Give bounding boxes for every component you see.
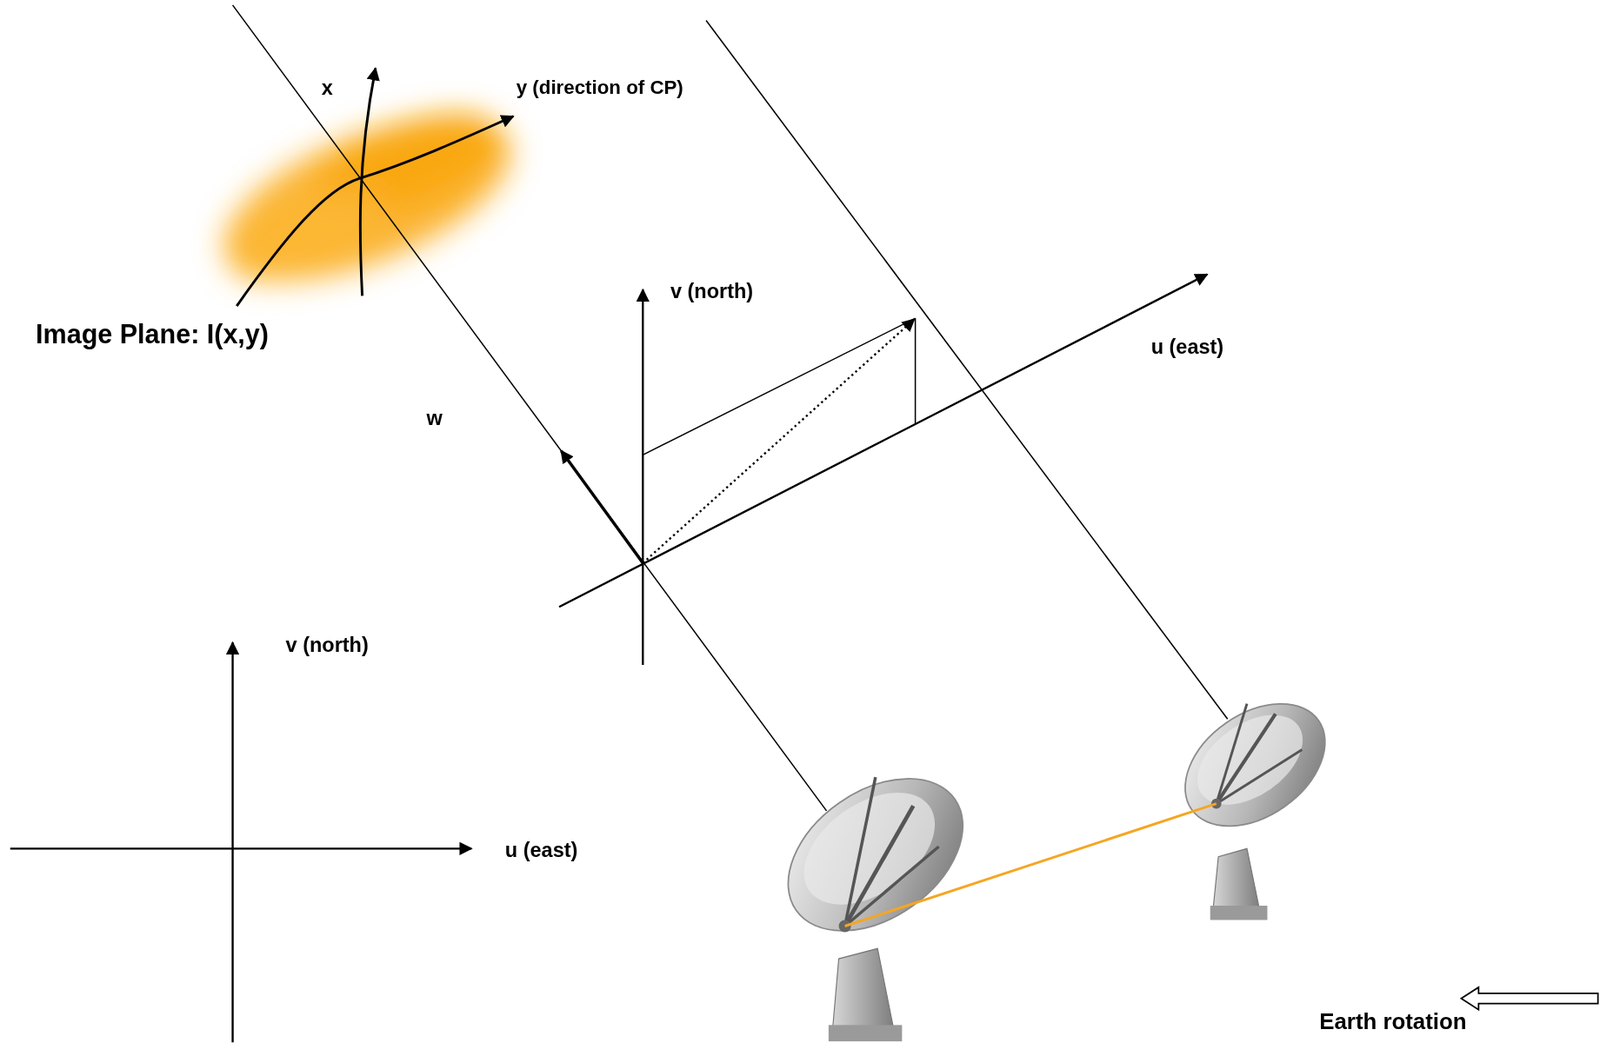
w-axis [560, 451, 643, 564]
axis-label: x [321, 75, 334, 100]
label-anchor: w [426, 406, 443, 431]
label-anchor: y (direction of CP) [516, 76, 684, 100]
axis-label: u (east) [505, 838, 578, 862]
baseline [845, 804, 1217, 927]
source-direction-line [706, 20, 1228, 720]
x-axis-curve [360, 68, 376, 297]
v-axis [641, 289, 644, 666]
u-axis [559, 274, 1207, 608]
label-anchor: u (east) [1151, 335, 1224, 360]
antenna [1162, 679, 1348, 921]
label-anchor: u (east) [505, 838, 578, 862]
antenna [760, 747, 992, 1042]
axis-label: Image Plane: I(x,y) [35, 320, 269, 352]
axis-label: v (north) [286, 633, 369, 657]
label-anchor: v (north) [670, 279, 754, 303]
label-anchor: v (north) [286, 633, 369, 657]
u-axis [10, 847, 472, 850]
axis-label: w [426, 406, 443, 431]
axis-label: Earth rotation [1319, 1009, 1467, 1036]
label-anchor: Image Plane: I(x,y) [35, 320, 269, 352]
rotation-arrow [1460, 987, 1598, 1011]
axis-label: y (direction of CP) [516, 76, 684, 100]
baseline-vector [642, 319, 914, 563]
projection-line [914, 318, 917, 424]
axis-label: v (north) [670, 279, 754, 303]
label-anchor: x [321, 75, 334, 100]
y-axis-curve [236, 116, 514, 307]
projection-line [642, 318, 915, 455]
v-axis [231, 642, 234, 1043]
label-anchor: Earth rotation [1319, 1009, 1467, 1036]
axis-label: u (east) [1151, 335, 1224, 360]
